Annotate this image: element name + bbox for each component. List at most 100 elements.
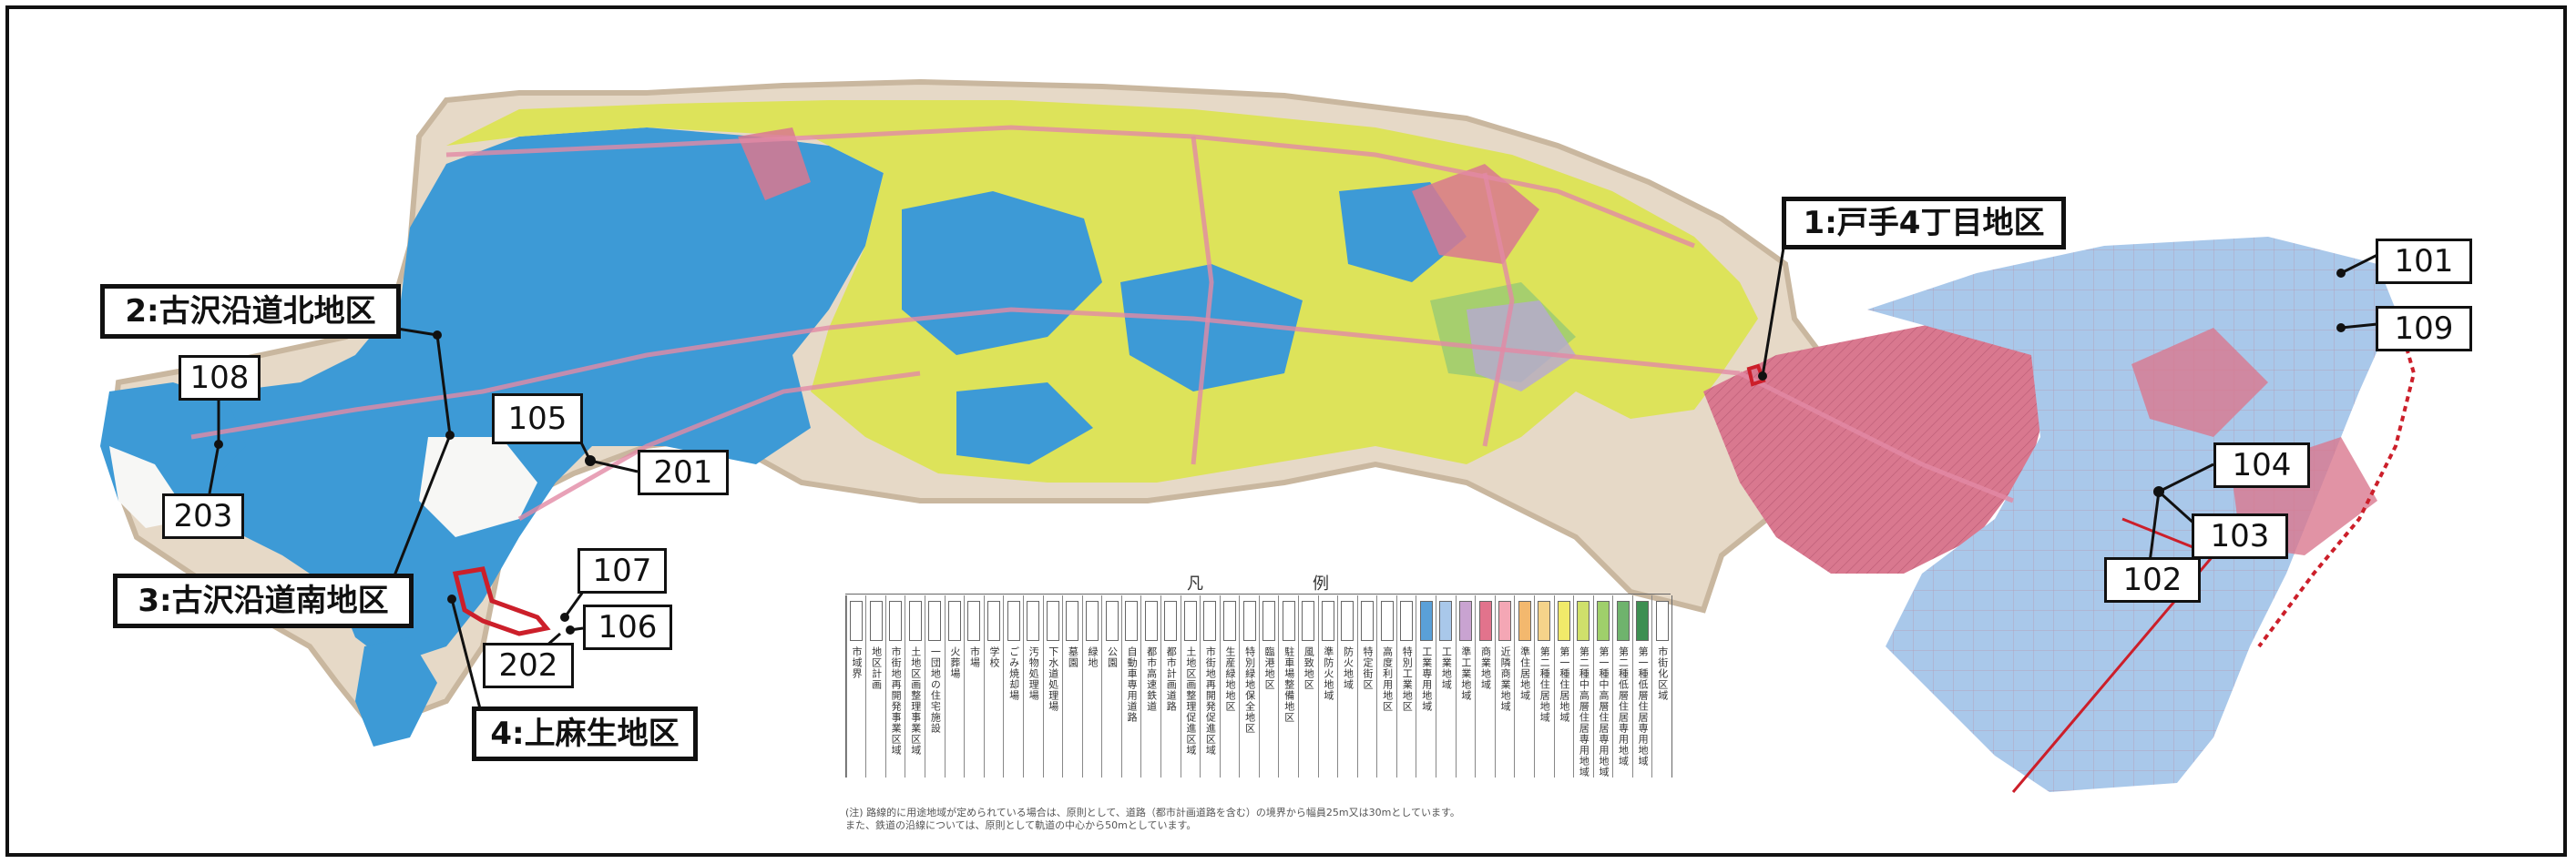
legend-label: 工業地域 [1440, 646, 1453, 690]
point-label-107: 107 [578, 548, 667, 594]
legend-label: 墓園 [1067, 646, 1079, 668]
legend-title-right: 例 [1313, 574, 1329, 594]
legend-swatch [1616, 601, 1630, 641]
legend-label: 第一種住居地域 [1558, 646, 1570, 723]
legend-label: 市街地再開発事業区域 [890, 646, 903, 756]
legend-item: 近隣商業地域 [1494, 595, 1515, 778]
legend-swatch [1164, 601, 1178, 641]
zone-south-lobe [355, 637, 437, 747]
legend-item: 自動車専用道路 [1120, 595, 1141, 778]
legend-label: 市場 [968, 646, 981, 668]
legend-label: 第二種中高層住居専用地域 [1578, 646, 1590, 778]
legend-label: 準住居地域 [1518, 646, 1531, 701]
legend-title: 凡 例 [845, 572, 1671, 595]
legend-label: 防火地域 [1342, 646, 1354, 690]
legend-item: 第一種中高層住居専用地域 [1592, 595, 1613, 778]
legend-note: (注) 路線的に用途地域が定められている場合は、原則として、道路（都市計画道路を… [845, 807, 1460, 832]
legend-swatch [889, 601, 903, 641]
point-dot-11 [2153, 486, 2164, 497]
legend-label: 公園 [1106, 646, 1119, 668]
legend-item: 都市高速鉄道 [1140, 595, 1160, 778]
point-dot-10 [2336, 323, 2346, 332]
legend-swatch [1302, 601, 1315, 641]
point-label-103: 103 [2192, 513, 2288, 559]
legend-item: 第一種住居地域 [1553, 595, 1574, 778]
legend-swatch [1262, 601, 1276, 641]
legend-swatch [1518, 601, 1531, 641]
point-dot-8 [566, 625, 575, 635]
legend-label: 市街地再開発促進区域 [1204, 646, 1217, 756]
legend-label: 市域界 [851, 646, 863, 679]
legend-item: 準防火地域 [1317, 595, 1338, 778]
legend-item: 生産緑地地区 [1219, 595, 1240, 778]
legend-swatch [1183, 601, 1197, 641]
legend-swatch [1203, 601, 1217, 641]
legend-item: 風致地区 [1298, 595, 1318, 778]
legend-item: 市街地再開発事業区域 [884, 595, 905, 778]
legend-title-left: 凡 [1187, 574, 1203, 594]
legend-item: 市街化区域 [1651, 595, 1671, 778]
note-line-1: (注) 路線的に用途地域が定められている場合は、原則として、道路（都市計画道路を… [845, 807, 1460, 818]
legend-item: 第二種住居地域 [1533, 595, 1554, 778]
legend-item: 第二種低層住居専用地域 [1612, 595, 1632, 778]
legend-label: 都市高速鉄道 [1145, 646, 1158, 712]
legend-label: 臨港地区 [1263, 646, 1276, 690]
roads [190, 125, 2014, 522]
legend-label: 特定街区 [1362, 646, 1375, 690]
district-boundary-4 [452, 566, 551, 636]
point-label-104: 104 [2213, 442, 2310, 488]
road-line-4 [1191, 136, 1214, 465]
legend-swatch [1027, 601, 1040, 641]
legend-item: 第二種中高層住居専用地域 [1573, 595, 1593, 778]
legend-label: ごみ焼却場 [1007, 646, 1020, 701]
point-markers [214, 269, 2346, 635]
legend-item: 都市計画道路 [1160, 595, 1181, 778]
legend-grid: 市街化区域第一種低層住居専用地域第二種低層住居専用地域第一種中高層住居専用地域第… [845, 595, 1672, 778]
legend-label: 土地区画整理促進区域 [1184, 646, 1197, 756]
point-dot-2 [433, 330, 442, 340]
legend-item: 特別工業地区 [1395, 595, 1416, 778]
legend-label: 第二種低層住居専用地域 [1617, 646, 1630, 767]
legend-item: 準工業地域 [1455, 595, 1476, 778]
legend-item: 商業地域 [1475, 595, 1495, 778]
legend-swatch [1400, 601, 1414, 641]
legend-item: 土地区画整理促進区域 [1180, 595, 1201, 778]
legend-swatch [1222, 601, 1236, 641]
legend-item: 準住居地域 [1514, 595, 1534, 778]
legend-swatch [1144, 601, 1158, 641]
legend-label: 生産緑地地区 [1223, 646, 1236, 712]
legend-swatch [1538, 601, 1551, 641]
point-label-203: 203 [162, 493, 244, 539]
legend-swatch [1636, 601, 1650, 641]
legend-swatch [1419, 601, 1433, 641]
legend-item: 緑地 [1081, 595, 1102, 778]
legend-swatch [1557, 601, 1570, 641]
legend-item: 市街地再開発促進区域 [1200, 595, 1220, 778]
legend-label: 工業専用地域 [1420, 646, 1433, 712]
point-label-202: 202 [483, 643, 574, 688]
legend-label: 緑地 [1086, 646, 1099, 668]
legend-label: 市街化区域 [1656, 646, 1669, 701]
z-peast-overlay [1703, 319, 2050, 574]
leader-lines [208, 236, 2378, 720]
point-label-109: 109 [2376, 306, 2472, 351]
legend-swatch [1478, 601, 1492, 641]
legend-label: 都市計画道路 [1165, 646, 1178, 712]
legend-item: 特定街区 [1356, 595, 1377, 778]
point-dot-5 [585, 455, 596, 466]
legend-swatch [1085, 601, 1099, 641]
point-dot-4 [447, 595, 456, 604]
legend-label: 商業地域 [1479, 646, 1492, 690]
legend-item: 墓園 [1062, 595, 1082, 778]
legend-label: 特別工業地区 [1401, 646, 1414, 712]
legend-label: 近隣商業地域 [1499, 646, 1512, 712]
zone-pink-east-2 [2131, 328, 2268, 437]
legend-label: 第一種低層住居専用地域 [1637, 646, 1650, 767]
legend-swatch [1125, 601, 1139, 641]
legend-swatch [1066, 601, 1079, 641]
road-line-3 [517, 371, 921, 522]
legend-item: 市域界 [845, 595, 866, 778]
legend-swatch [1439, 601, 1453, 641]
district-label-1: 1:戸手4丁目地区 [1782, 197, 2066, 249]
legend-swatch [987, 601, 1001, 641]
